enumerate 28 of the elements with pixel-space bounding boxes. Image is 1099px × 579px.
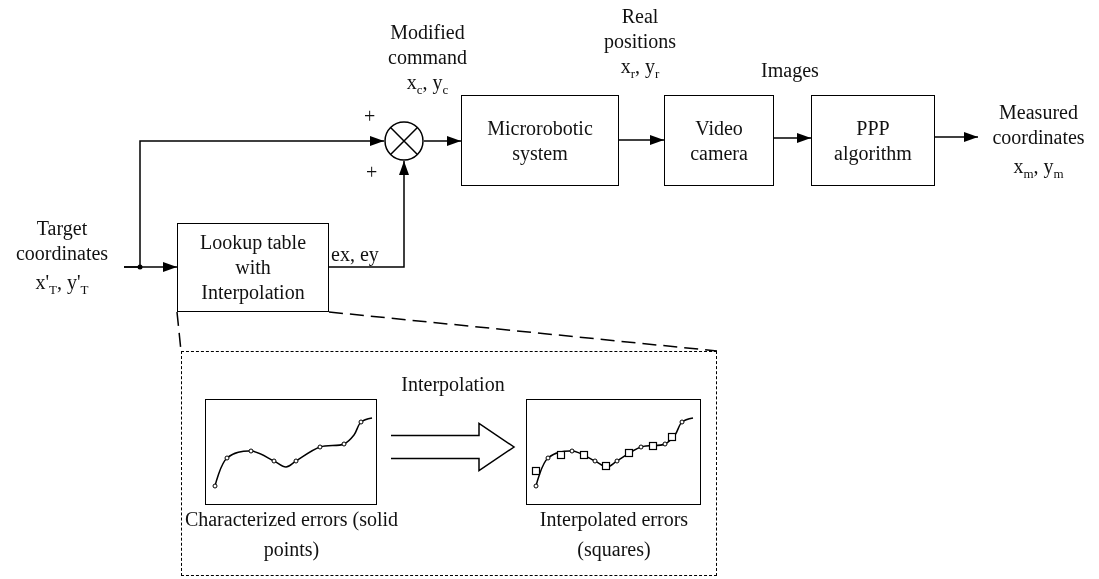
block-arrow: [390, 422, 516, 472]
arrow: [773, 133, 812, 143]
edge-label: ex, ey: [331, 244, 380, 264]
block-label: Microrobotic system: [486, 115, 594, 166]
plot-caption: Characterized errors (solid points): [184, 506, 399, 563]
process-box: [811, 95, 935, 186]
sign-label: +: [364, 104, 376, 129]
coordinate-label: x$_{m}$, y$_{m}$: [1012, 154, 1065, 183]
zoom-detail-frame: [181, 351, 717, 576]
edge-label: Images: [760, 58, 820, 83]
block-label: Video camera: [689, 115, 749, 166]
arrow: [934, 132, 979, 142]
coordinate-label: x'$_{T}$, y'$_{T}$: [34, 270, 90, 299]
arrow: [328, 160, 409, 268]
arrow: [123, 136, 385, 268]
arrow: [618, 135, 665, 145]
block-label: Lookup table with Interpolation: [198, 230, 308, 305]
process-box: [461, 95, 619, 186]
plot-caption: Interpolated errors (squares): [538, 506, 690, 563]
edge-label: Real positions x$_{r}$, y$_{r}$: [602, 4, 678, 83]
process-box: [177, 223, 329, 312]
process-box: [664, 95, 774, 186]
edge-label: Modified command x$_{c}$, y$_{c}$: [387, 20, 468, 99]
zoom-line: [328, 311, 718, 352]
edge-label: Interpolation: [400, 372, 506, 397]
block-label: PPP algorithm: [833, 115, 913, 166]
arrow: [423, 136, 462, 146]
sign-label: +: [366, 160, 378, 185]
